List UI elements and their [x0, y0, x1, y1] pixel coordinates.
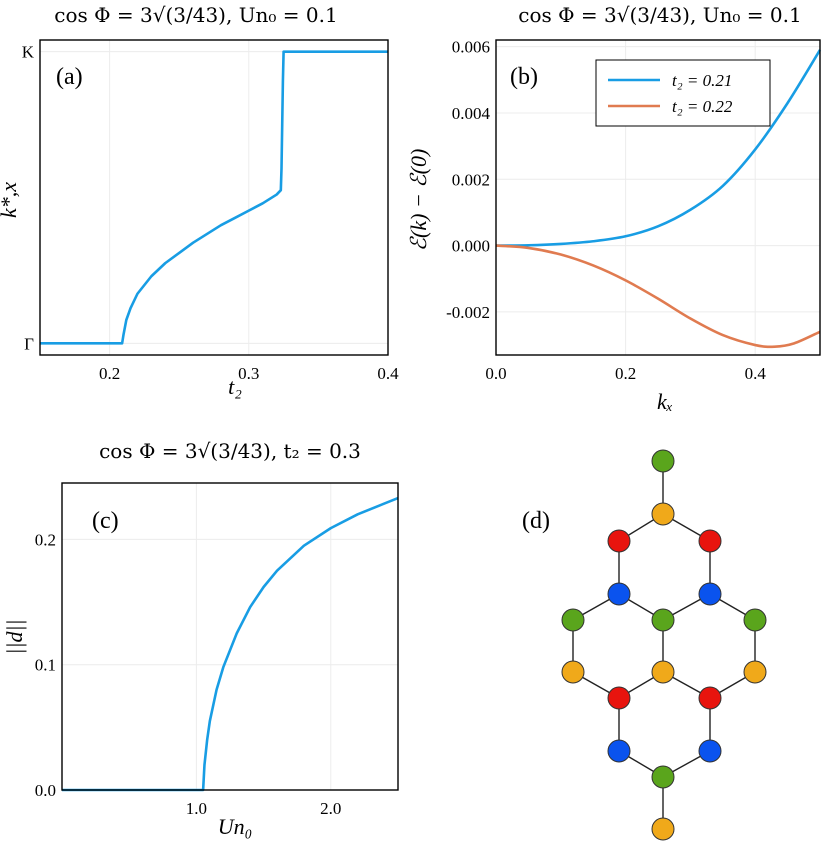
panel-c-label: (c): [92, 508, 119, 534]
lattice-site-orange: [651, 502, 675, 526]
panel-a-xlabel: t₂: [228, 374, 242, 399]
lattice-site-orange: [743, 660, 767, 684]
panel-c-ylabel: ||d||: [2, 619, 27, 654]
x-tick-label: 0.3: [238, 364, 259, 383]
lattice-site-red: [698, 529, 722, 553]
lattice-site-orange: [561, 660, 585, 684]
x-tick-label: 0.4: [377, 364, 399, 383]
x-tick-label: 1.0: [186, 799, 207, 818]
x-tick-label: 0.4: [745, 364, 767, 383]
y-tick-label: Γ: [24, 334, 34, 353]
lattice-site-green: [651, 608, 675, 632]
y-tick-label: 0.1: [35, 656, 56, 675]
lattice-site-red: [698, 686, 722, 710]
lattice-site-red: [607, 686, 631, 710]
lattice-site-orange: [651, 817, 675, 841]
legend-box: [595, 59, 771, 127]
panel-b-label: (b): [510, 64, 538, 90]
lattice-site-green: [651, 449, 675, 473]
x-tick-label: 0.2: [615, 364, 636, 383]
y-tick-label: K: [22, 43, 35, 62]
x-tick-label: 0.2: [99, 364, 120, 383]
lattice-site-green: [651, 765, 675, 789]
series-line-1: [62, 496, 399, 792]
panel-b: cos Φ = 3√(3/43), Un₀ = 0.1 0.0 0.2 0.4 -0.…: [406, 3, 822, 414]
x-tick-label: 0.0: [485, 364, 506, 383]
panel-b-legend: t₂ = 0.21 t₂ = 0.22: [595, 59, 771, 127]
panel-d-label: (d): [522, 508, 550, 534]
y-tick-label: -0.002: [446, 303, 490, 322]
lattice-site-green: [561, 608, 585, 632]
series-line-2: [495, 244, 821, 349]
panel-c-xlabel: Un₀: [218, 814, 253, 839]
lattice-site-blue: [607, 739, 631, 763]
legend-entry-1: t₂ = 0.21: [672, 71, 732, 90]
y-tick-label: 0.002: [452, 170, 490, 189]
panel-c-frame: [61, 482, 399, 791]
legend-entry-2: t₂ = 0.22: [672, 97, 733, 116]
panel-a-ylabel: k*,x: [0, 182, 21, 218]
panel-c: cos Φ = 3√(3/43), t₂ = 0.3 1.0 2.0 0.0 0.1 0…: [2, 439, 399, 839]
y-tick-label: 0.000: [452, 237, 490, 256]
y-tick-label: 0.2: [35, 530, 56, 549]
series-line-1: [495, 49, 822, 247]
panel-a-frame: [39, 39, 389, 356]
panel-b-ylabel: ℰ(k) − ℰ(0): [406, 149, 431, 252]
y-tick-label: 0.006: [452, 38, 490, 57]
panel-b-frame: [495, 39, 821, 356]
panel-b-xlabel: kₓ: [657, 389, 673, 414]
panel-b-title: cos Φ = 3√(3/43), Un₀ = 0.1: [518, 3, 801, 27]
panel-c-title: cos Φ = 3√(3/43), t₂ = 0.3: [99, 439, 361, 463]
lattice-site-red: [607, 529, 631, 553]
y-tick-label: 0.0: [35, 781, 56, 800]
panel-a-label: (a): [56, 64, 83, 90]
series-line-1: [40, 50, 388, 345]
x-tick-label: 2.0: [320, 799, 341, 818]
y-tick-label: 0.004: [452, 104, 491, 123]
panel-d: (d): [522, 449, 767, 841]
lattice-site-blue: [607, 582, 631, 606]
lattice-site-blue: [698, 739, 722, 763]
lattice-site-orange: [651, 660, 675, 684]
panel-a-title: cos Φ = 3√(3/43), Un₀ = 0.1: [54, 3, 337, 27]
lattice-site-blue: [698, 582, 722, 606]
lattice-site-green: [743, 608, 767, 632]
